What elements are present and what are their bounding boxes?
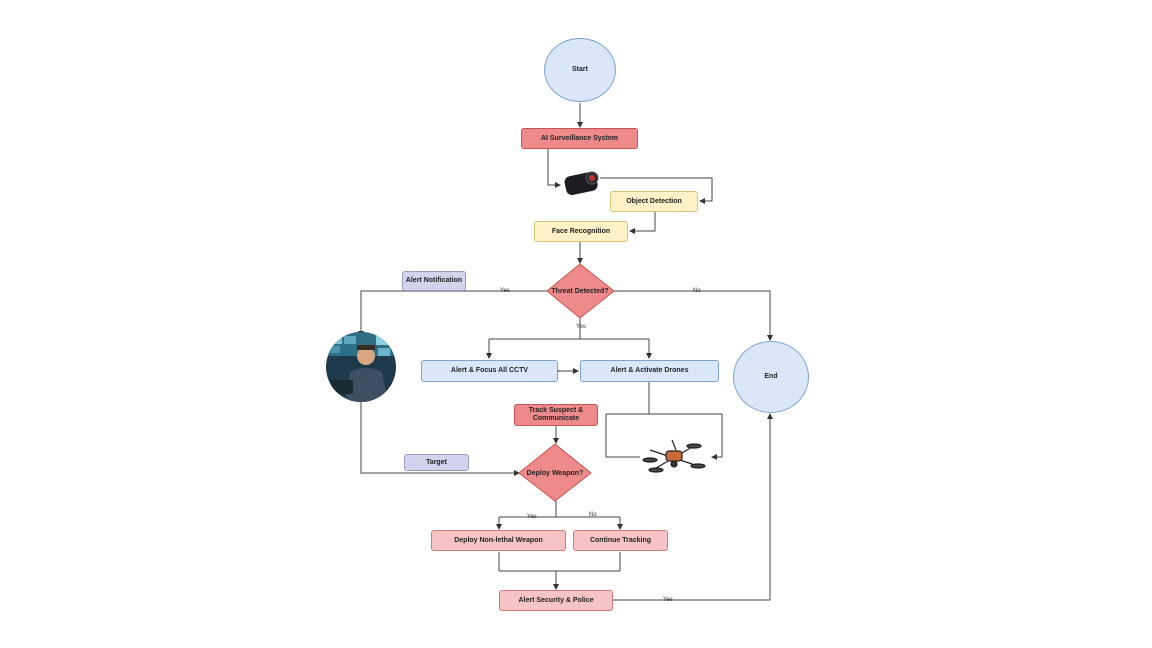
threat-detected-label: Threat Detected?	[551, 287, 609, 295]
start-label: Start	[572, 66, 588, 73]
face-recognition-node: Face Recognition	[534, 221, 628, 242]
weapon-diamond	[518, 443, 592, 502]
ai-surveillance-node: AI Surveillance System	[521, 128, 638, 149]
alert-notification-node: Alert Notification	[402, 271, 466, 291]
edge-label-security-yes: Yes	[663, 597, 673, 603]
alert-activate-drones-label: Alert & Activate Drones	[610, 367, 689, 374]
edge-label-threat-yes-down: Yes	[576, 324, 586, 330]
edge-label-weapon-no: No	[589, 512, 597, 518]
target-label: Target	[426, 458, 447, 466]
track-suspect-node: Track Suspect & Communicate	[514, 404, 598, 426]
ai-surveillance-label: AI Surveillance System	[540, 134, 619, 142]
start-node: Start	[544, 38, 616, 102]
drone-icon	[642, 439, 706, 473]
target-node: Target	[404, 454, 469, 471]
alert-focus-cctv-node: Alert & Focus All CCTV	[421, 360, 558, 382]
alert-security-node: Alert Security & Police	[499, 590, 613, 611]
continue-tracking-label: Continue Tracking	[589, 536, 652, 544]
alert-notification-label: Alert Notification	[405, 277, 463, 284]
object-detection-label: Object Detection	[626, 197, 682, 205]
edge-label-threat-no: No	[693, 288, 701, 294]
deploy-nonlethal-node: Deploy Non-lethal Weapon	[431, 530, 566, 551]
security-operator-photo	[326, 332, 396, 402]
deploy-nonlethal-label: Deploy Non-lethal Weapon	[454, 536, 543, 544]
alert-focus-cctv-label: Alert & Focus All CCTV	[450, 367, 529, 374]
camera-icon	[564, 171, 599, 195]
edge-label-weapon-yes: Yes	[527, 514, 537, 520]
alert-security-label: Alert Security & Police	[518, 596, 594, 604]
continue-tracking-node: Continue Tracking	[573, 530, 668, 551]
face-recognition-label: Face Recognition	[551, 227, 611, 235]
deploy-weapon-label: Deploy Weapon?	[526, 469, 584, 477]
threat-diamond	[546, 263, 615, 319]
end-node: End	[733, 341, 809, 413]
object-detection-node: Object Detection	[610, 191, 698, 212]
end-label: End	[764, 373, 778, 380]
track-suspect-label: Track Suspect & Communicate	[528, 407, 584, 422]
edge-label-threat-yes-left: Yes	[500, 288, 510, 294]
alert-activate-drones-node: Alert & Activate Drones	[580, 360, 719, 382]
